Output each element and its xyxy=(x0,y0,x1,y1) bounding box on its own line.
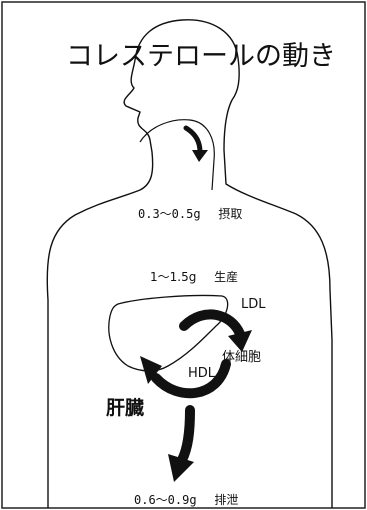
excretion-arrowhead xyxy=(168,454,194,482)
excretion-arrow xyxy=(182,410,190,460)
excretion-label: 排泄 xyxy=(214,493,238,507)
ldl-label: LDL xyxy=(241,297,266,312)
intake-amount: 0.3〜0.5g xyxy=(138,207,201,221)
diagram-title: コレステロールの動き xyxy=(66,34,336,73)
intake-label: 摂取 xyxy=(218,207,242,221)
production-amount: 1〜1.5g xyxy=(150,270,196,284)
intake-arrow xyxy=(186,128,200,152)
intake-arrowhead xyxy=(192,150,208,162)
liver-label: 肝臓 xyxy=(106,393,144,420)
excretion-amount: 0.6〜0.9g xyxy=(134,493,197,507)
production-label: 生産 xyxy=(214,270,238,284)
intake-row: 0.3〜0.5g 摂取 xyxy=(138,205,242,222)
hdl-label: HDL xyxy=(188,366,215,381)
liver-outline xyxy=(109,295,228,370)
production-row: 1〜1.5g 生産 xyxy=(150,268,238,285)
excretion-row: 0.6〜0.9g 排泄 xyxy=(134,491,238,508)
body-cells-label: 体細胞 xyxy=(222,346,261,365)
ldl-arrow xyxy=(184,314,240,334)
